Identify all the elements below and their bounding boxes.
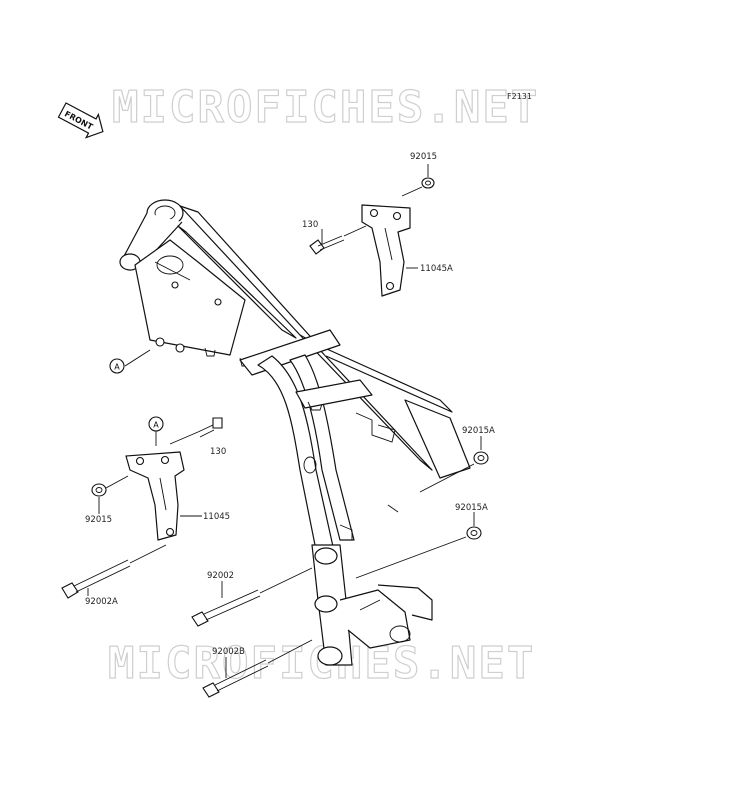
bolt-130-left (197, 417, 223, 438)
watermark-top: MICROFICHES.NET (112, 82, 539, 133)
callout-92002B: 92002B (212, 647, 245, 657)
bolt-92002B (202, 659, 269, 698)
callout-130-left: 130 (210, 447, 226, 457)
callout-92015A-2: 92015A (455, 503, 488, 513)
bolt-92002A (61, 559, 131, 599)
callout-92002A: 92002A (85, 597, 118, 607)
reference-marker-a-bracket: A (148, 416, 164, 432)
callout-11045A: 11045A (420, 264, 453, 274)
callout-92015-left: 92015 (85, 515, 112, 525)
nut-92015A-upper (473, 451, 489, 465)
nut-92015A-lower (466, 526, 482, 540)
callout-92002: 92002 (207, 571, 234, 581)
nut-92015-top (421, 177, 435, 189)
frame-drawing (119, 199, 471, 666)
front-arrow-icon: FRONT (57, 102, 104, 139)
callout-11045: 11045 (203, 512, 230, 522)
bracket-11045 (125, 451, 185, 541)
callout-92015-top: 92015 (410, 152, 437, 162)
reference-letter: A (153, 421, 159, 430)
bolt-92002 (191, 589, 261, 627)
bracket-11045A (361, 204, 411, 297)
watermark-bottom: MICROFICHES.NET (108, 638, 535, 689)
nut-92015-left (91, 483, 107, 497)
bolt-130-top (309, 235, 345, 255)
reference-letter: A (114, 363, 120, 372)
callout-92015A-1: 92015A (462, 426, 495, 436)
assembly-lines (87, 164, 482, 678)
reference-marker-a-frame: A (109, 358, 125, 374)
callout-130-top: 130 (302, 220, 318, 230)
figure-code: F2131 (507, 92, 532, 101)
